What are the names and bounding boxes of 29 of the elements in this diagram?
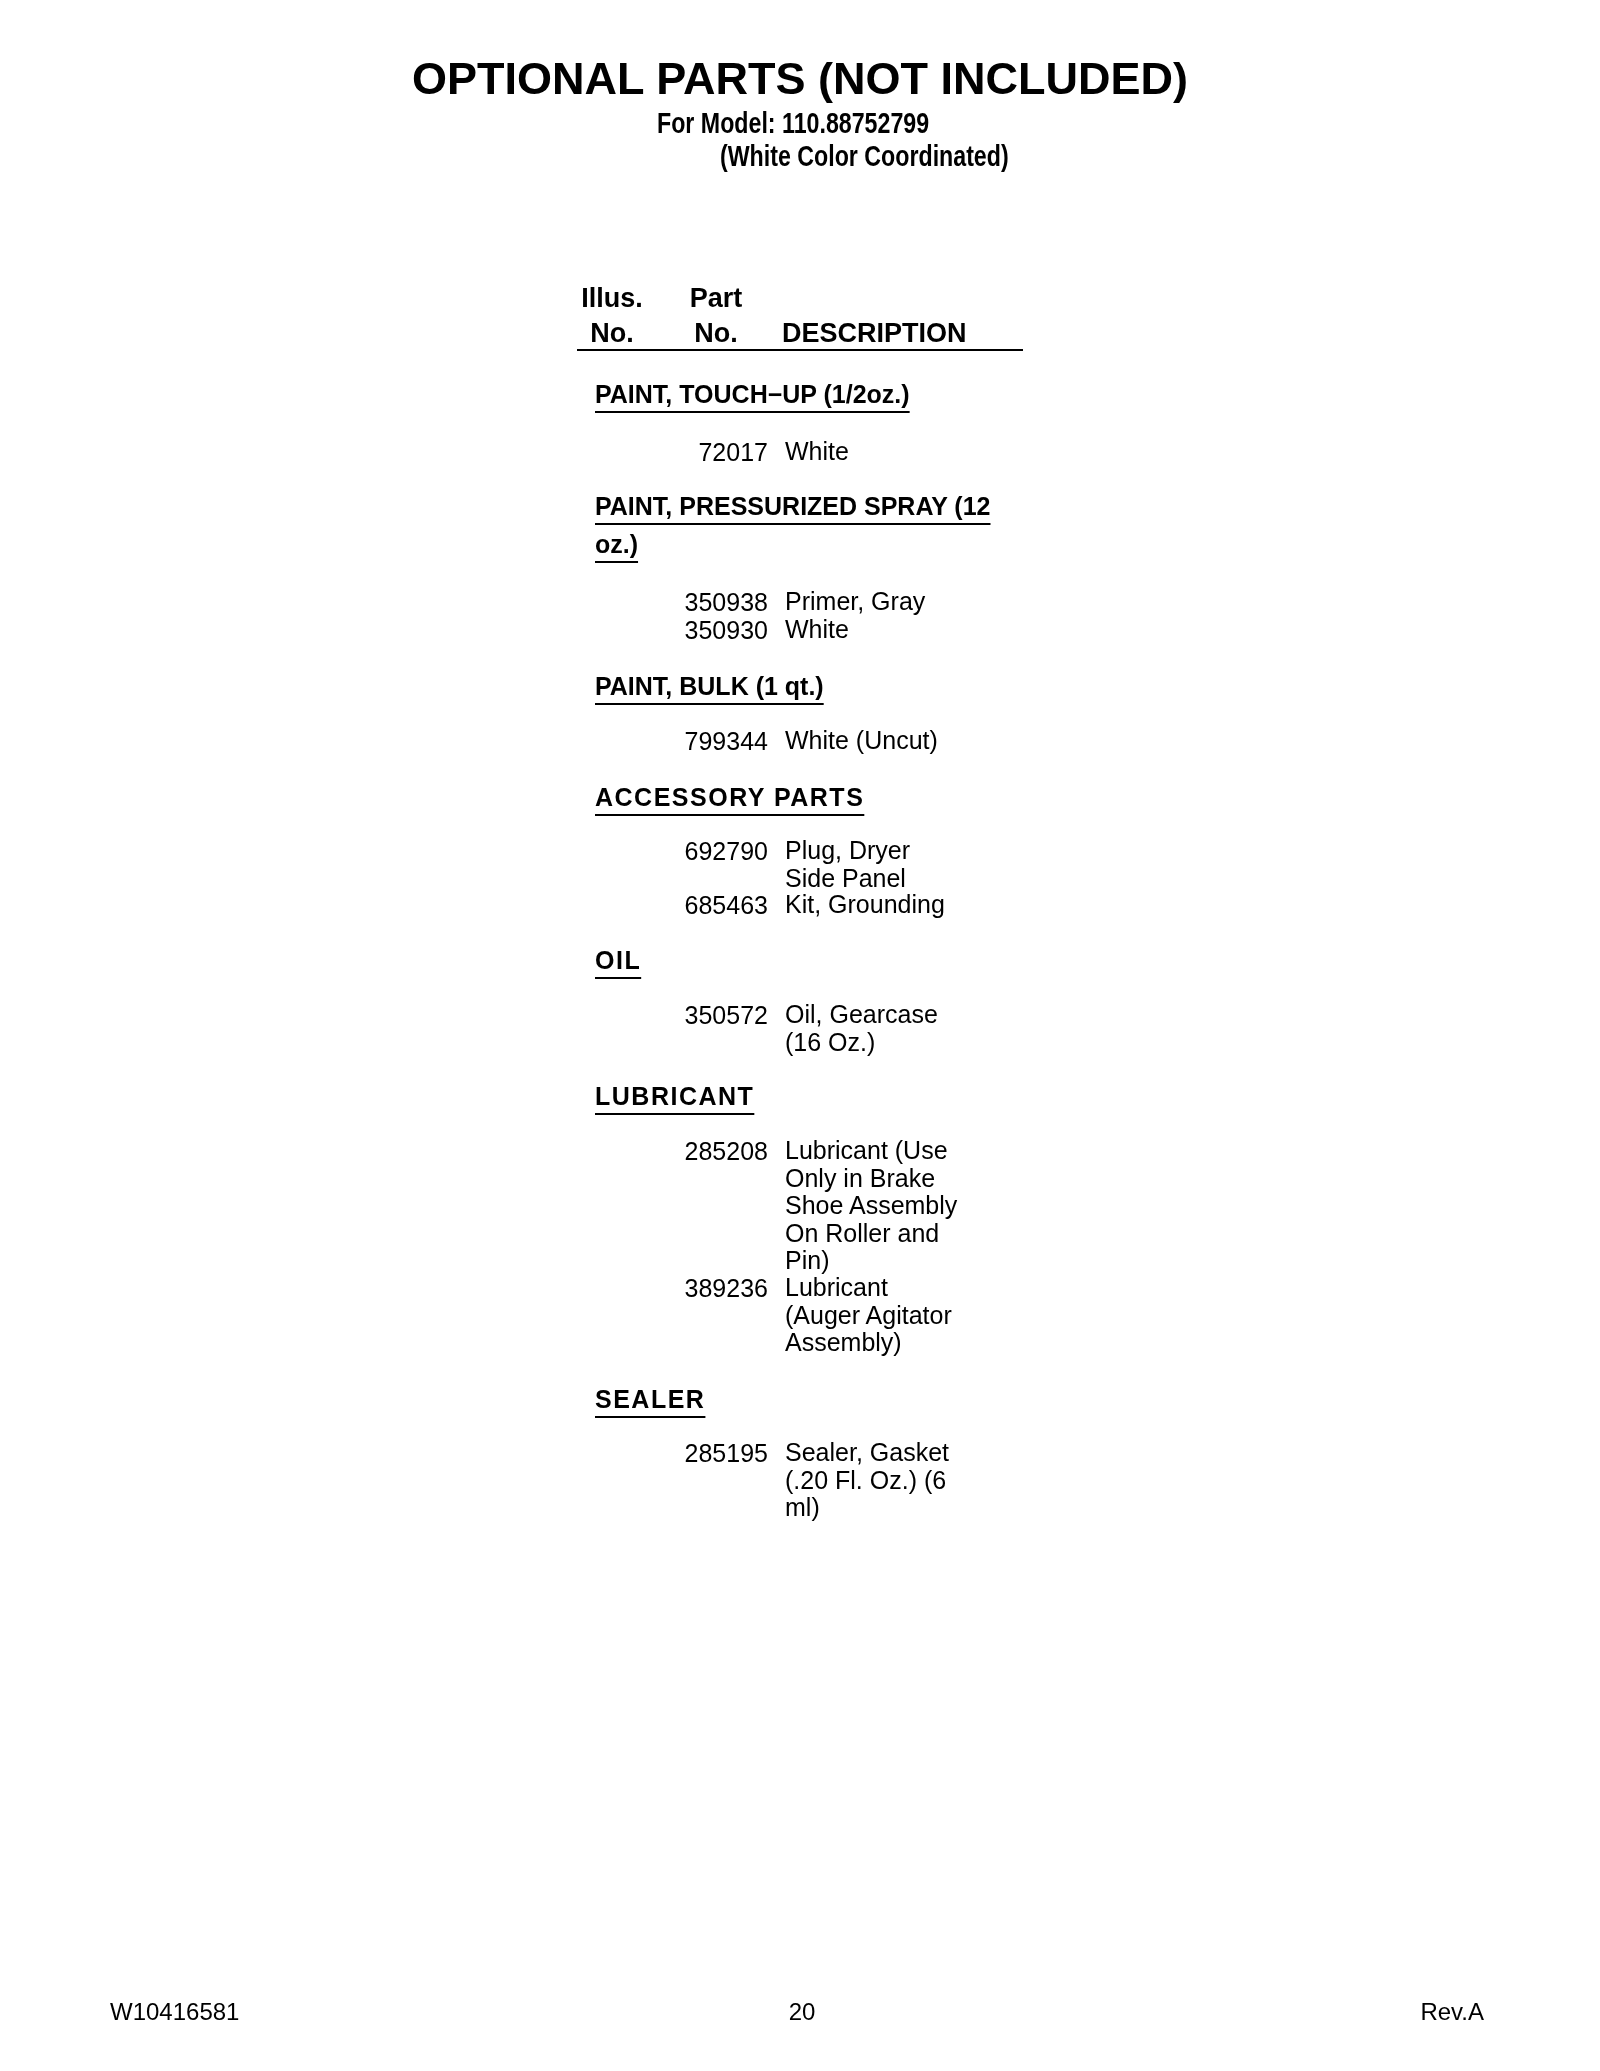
part-description: Sealer, Gasket (.20 Fl. Oz.) (6 ml): [785, 1439, 950, 1522]
part-description: White (Uncut): [785, 727, 938, 755]
column-header: Part No.: [688, 282, 744, 350]
part-number: 799344: [684, 727, 768, 755]
part-description: Primer, Gray: [785, 588, 926, 616]
part-description: White: [785, 616, 849, 644]
page-title: OPTIONAL PARTS (NOT INCLUDED): [412, 54, 1188, 104]
part-number: 389236: [684, 1274, 768, 1302]
part-number: 72017: [698, 438, 768, 466]
part-number: 350930: [684, 616, 768, 644]
part-description: Plug, Dryer Side Panel: [785, 837, 912, 892]
part-number: 692790: [684, 837, 768, 865]
part-number: 350938: [684, 588, 768, 616]
part-description: Oil, Gearcase (16 Oz.): [785, 1001, 939, 1056]
column-header: DESCRIPTION: [782, 317, 967, 350]
model-subtitle: (White Color Coordinated): [720, 140, 1009, 172]
page-number: 20: [788, 1998, 816, 2026]
revision-label: Rev.A: [1420, 1998, 1484, 2026]
column-header: Illus. No.: [580, 282, 644, 350]
part-number: 685463: [684, 891, 768, 919]
part-description: Lubricant (Use Only in Brake Shoe Assembly On Roller and Pin): [785, 1137, 959, 1275]
document-number: W10416581: [110, 1998, 240, 2026]
part-description: Lubricant (Auger Agitator Assembly): [785, 1274, 953, 1357]
model-subtitle: For Model: 110.88752799: [657, 107, 930, 139]
part-number: 285195: [684, 1439, 768, 1467]
part-description: White: [785, 438, 849, 466]
part-number: 285208: [684, 1137, 768, 1165]
part-number: 350572: [684, 1001, 768, 1029]
part-description: Kit, Grounding: [785, 891, 945, 919]
